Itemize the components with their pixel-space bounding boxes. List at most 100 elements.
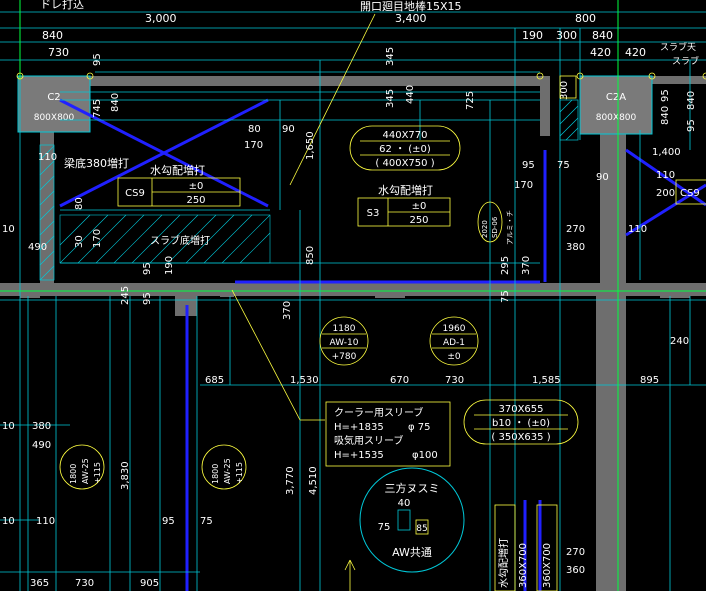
dim-840-right-v: 840: [660, 106, 671, 125]
dim-345: 345: [385, 89, 396, 108]
sleeve-note-box: クーラー用スリーブ H=+1835 φ 75 吸気用スリーブ H=+1535 φ…: [325, 401, 451, 467]
dim-370-right: 370: [521, 256, 532, 275]
dim-490-top: 490: [28, 242, 47, 253]
fitting-aw25-a: 1800 AW-25 +115: [59, 444, 105, 490]
dim-300: 300: [556, 29, 577, 42]
aw10-top: 1180: [333, 324, 356, 334]
dim-95-left: 95: [142, 292, 153, 305]
dim-1400: 1,400: [652, 147, 681, 158]
capsule-2-inner: ( 350X635 ): [491, 432, 550, 443]
slab-top-note-1: スラブ天: [660, 41, 696, 53]
dim-685: 685: [205, 375, 224, 386]
dim-245: 245: [120, 286, 131, 305]
table-cs9-top: ±0: [189, 181, 204, 192]
table-s3-label: S3: [367, 208, 380, 219]
dim-3000: 3,000: [145, 12, 177, 25]
slab-top-note-2: スラブ: [672, 55, 699, 67]
grid-markers: [16, 72, 706, 99]
sleeve-cooler-label: クーラー用スリーブ: [334, 406, 423, 419]
table-s3-top: ±0: [412, 201, 427, 212]
capsule-1-size: 440X770: [382, 130, 427, 141]
dim-95-top: 95: [92, 53, 103, 66]
dim-10-b: 10: [2, 421, 15, 432]
dim-75-b: 75: [200, 516, 213, 527]
column-c2-label: C2: [47, 92, 60, 103]
dim-110-left: 110: [38, 152, 57, 163]
aw10-bottom: +780: [332, 352, 357, 362]
dim-905: 905: [140, 578, 159, 589]
dim-190-v: 190: [164, 256, 175, 275]
horizontal-dims: 80 90 170 110 10 490 95 75 170 270 380 9…: [2, 124, 689, 589]
capsule-2-level: b10 ・ (±0): [492, 418, 550, 429]
dim-730-b: 730: [75, 578, 94, 589]
three-way-dim-right: 85: [416, 524, 427, 534]
dim-840-left: 840: [42, 29, 63, 42]
aw25a-top: 1800: [69, 464, 78, 484]
dim-3830: 3,830: [120, 461, 131, 490]
dim-170: 170: [244, 140, 263, 151]
three-way-dim-left: 75: [378, 522, 391, 533]
dim-110-right: 110: [628, 224, 647, 235]
dim-10-c: 10: [2, 516, 15, 527]
dim-95-mid: 345: [385, 47, 396, 66]
fitting-aw10: 1180 AW-10 +780: [319, 316, 369, 366]
dim-30: 30: [74, 235, 85, 248]
dim-90-right: 90: [596, 172, 609, 183]
dim-370-mid: 370: [282, 301, 293, 320]
capsule-1-level: 62 ・ (±0): [379, 144, 431, 155]
dim-730-m: 730: [445, 375, 464, 386]
header-title-fragment: ドレ打込: [40, 0, 84, 11]
fitting-sd06: 2020 SD-06 アルミ・チ: [477, 201, 514, 245]
dim-800: 800: [575, 12, 596, 25]
beam-bottom-note: 梁底380増打: [64, 156, 129, 170]
sleeve-intake-label: 吸気用スリーブ: [334, 434, 403, 447]
table-cs9-right: CS9: [675, 179, 706, 205]
vertical-dims: 95 745 840 345 345 440 725 1,650 850 370…: [74, 47, 697, 495]
three-way-dim-top: 40: [398, 498, 411, 509]
dim-725: 725: [465, 91, 476, 110]
sleeve-cooler-dia: φ 75: [408, 422, 431, 433]
header-texts: ドレ打込 開口廻目地棒15X15 3,000 3,400 800 840 730…: [40, 0, 699, 67]
sleeve-cooler-height: H=+1835: [334, 422, 384, 433]
dim-270-mid: 270: [566, 224, 585, 235]
table-cs9-right-label: CS9: [680, 188, 700, 199]
dim-190: 190: [522, 29, 543, 42]
fitting-aw25-b: 1800 AW-25 +115: [201, 444, 247, 490]
ad1-bottom: ±0: [447, 352, 461, 362]
dim-895: 895: [640, 375, 659, 386]
three-way-title: 三方ヌスミ: [385, 481, 440, 495]
table-cs9-label: CS9: [125, 188, 145, 199]
bottom-right-detail: 水勾配増打 360X700 360X700 270 360: [494, 504, 585, 591]
dim-295: 295: [500, 256, 511, 275]
opening-capsule-1: 440X770 62 ・ (±0) ( 400X750 ): [349, 125, 461, 171]
dim-80: 80: [248, 124, 261, 135]
water-slope-note-2: 水勾配増打: [378, 183, 433, 197]
table-cs9-bottom: 250: [186, 195, 205, 206]
dim-1650: 1,650: [305, 131, 316, 160]
column-c2a-size: 800X800: [596, 113, 637, 123]
rebar-layer: [59, 98, 706, 591]
bottom-right-size-2: 360X700: [542, 543, 553, 588]
opening-note: 開口廻目地棒15X15: [360, 0, 462, 13]
aw25b-top: 1800: [211, 464, 220, 484]
dim-1530: 1,530: [290, 375, 319, 386]
dim-170-mid: 170: [514, 180, 533, 191]
bottom-right-dim-270: 270: [566, 547, 585, 558]
dim-10-left: 10: [2, 224, 15, 235]
dim-730-left: 730: [48, 46, 69, 59]
dim-95-v2: 95: [142, 262, 153, 275]
dim-240: 240: [670, 336, 689, 347]
slab-bottom-note: スラブ底増打: [150, 234, 210, 247]
water-slope-note-1: 水勾配増打: [150, 163, 205, 177]
table-s3-bottom: 250: [409, 215, 428, 226]
dim-745: 745: [92, 99, 103, 118]
sd06-side: アルミ・チ: [506, 210, 514, 245]
bottom-right-size-1: 360X700: [518, 543, 529, 588]
dim-95-b: 95: [162, 516, 175, 527]
column-c2-size: 800X800: [34, 113, 75, 123]
sd06-mid: SD-06: [491, 216, 499, 238]
dim-850: 850: [305, 246, 316, 265]
dim-1585: 1,585: [532, 375, 561, 386]
water-slope-note-3: 水勾配増打: [497, 538, 510, 588]
